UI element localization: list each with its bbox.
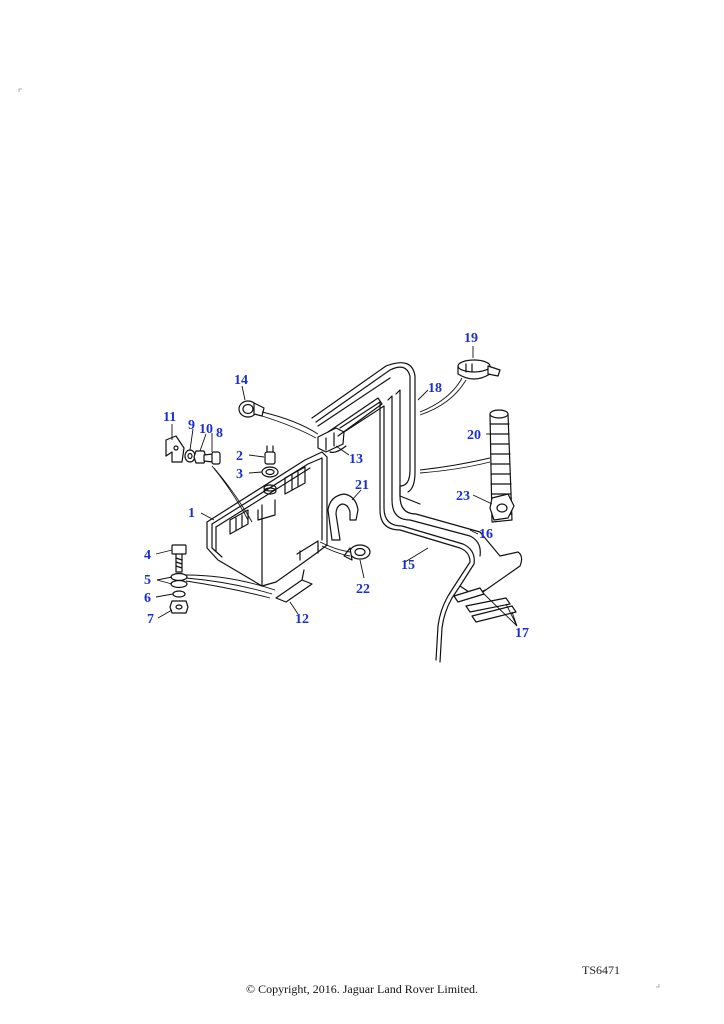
corner-mark-top-left	[18, 88, 22, 92]
callout-21: 21	[355, 478, 369, 493]
callout-labels: 1 2 3 4 5 6 7 8 9 10 11 12 13 14 15 16 1…	[144, 331, 529, 641]
callout-4: 4	[144, 548, 151, 563]
filler-cap	[264, 445, 276, 465]
callout-20: 20	[467, 428, 481, 443]
callout-2: 2	[236, 449, 243, 464]
breather-hose	[327, 493, 359, 541]
callout-1: 1	[188, 506, 195, 521]
corner-mark-bottom-right	[656, 984, 660, 988]
mounting-strap	[275, 569, 313, 603]
hose-clip-lower	[343, 544, 371, 561]
washers	[170, 572, 188, 589]
bracket-nut	[193, 450, 207, 464]
hose-clip-upper	[238, 400, 265, 418]
callout-16: 16	[479, 527, 493, 542]
callout-9: 9	[188, 418, 195, 433]
callout-7: 7	[147, 612, 154, 627]
callout-11: 11	[163, 410, 176, 425]
filler-seal	[261, 466, 279, 478]
nut	[169, 600, 189, 614]
pipe-clip	[317, 427, 345, 453]
callout-5: 5	[144, 573, 151, 588]
callout-22: 22	[356, 582, 370, 597]
callout-19: 19	[464, 331, 478, 346]
grommet	[489, 493, 515, 521]
copyright-notice: © Copyright, 2016. Jaguar Land Rover Lim…	[245, 982, 479, 996]
spring-washer	[172, 590, 186, 598]
callout-10: 10	[199, 422, 213, 437]
bracket-screw	[203, 451, 221, 465]
leader-lines	[155, 346, 518, 627]
callout-15: 15	[401, 558, 415, 573]
callout-8: 8	[216, 426, 223, 441]
callout-6: 6	[144, 591, 151, 606]
callout-12: 12	[295, 612, 309, 627]
callout-3: 3	[236, 467, 243, 482]
hose-clip-19	[457, 359, 501, 380]
fuel-tank	[206, 451, 328, 587]
support-bracket	[165, 435, 185, 463]
fuel-pipes	[311, 362, 523, 663]
bracket-washer	[184, 449, 196, 463]
callout-23: 23	[456, 489, 470, 504]
connector-hoses	[453, 587, 517, 623]
callout-13: 13	[349, 452, 363, 467]
callout-18: 18	[428, 381, 442, 396]
callout-17: 17	[515, 626, 529, 641]
callout-14: 14	[234, 373, 248, 388]
illustration-reference-code: TS6471	[582, 963, 621, 977]
bolt	[171, 544, 187, 573]
